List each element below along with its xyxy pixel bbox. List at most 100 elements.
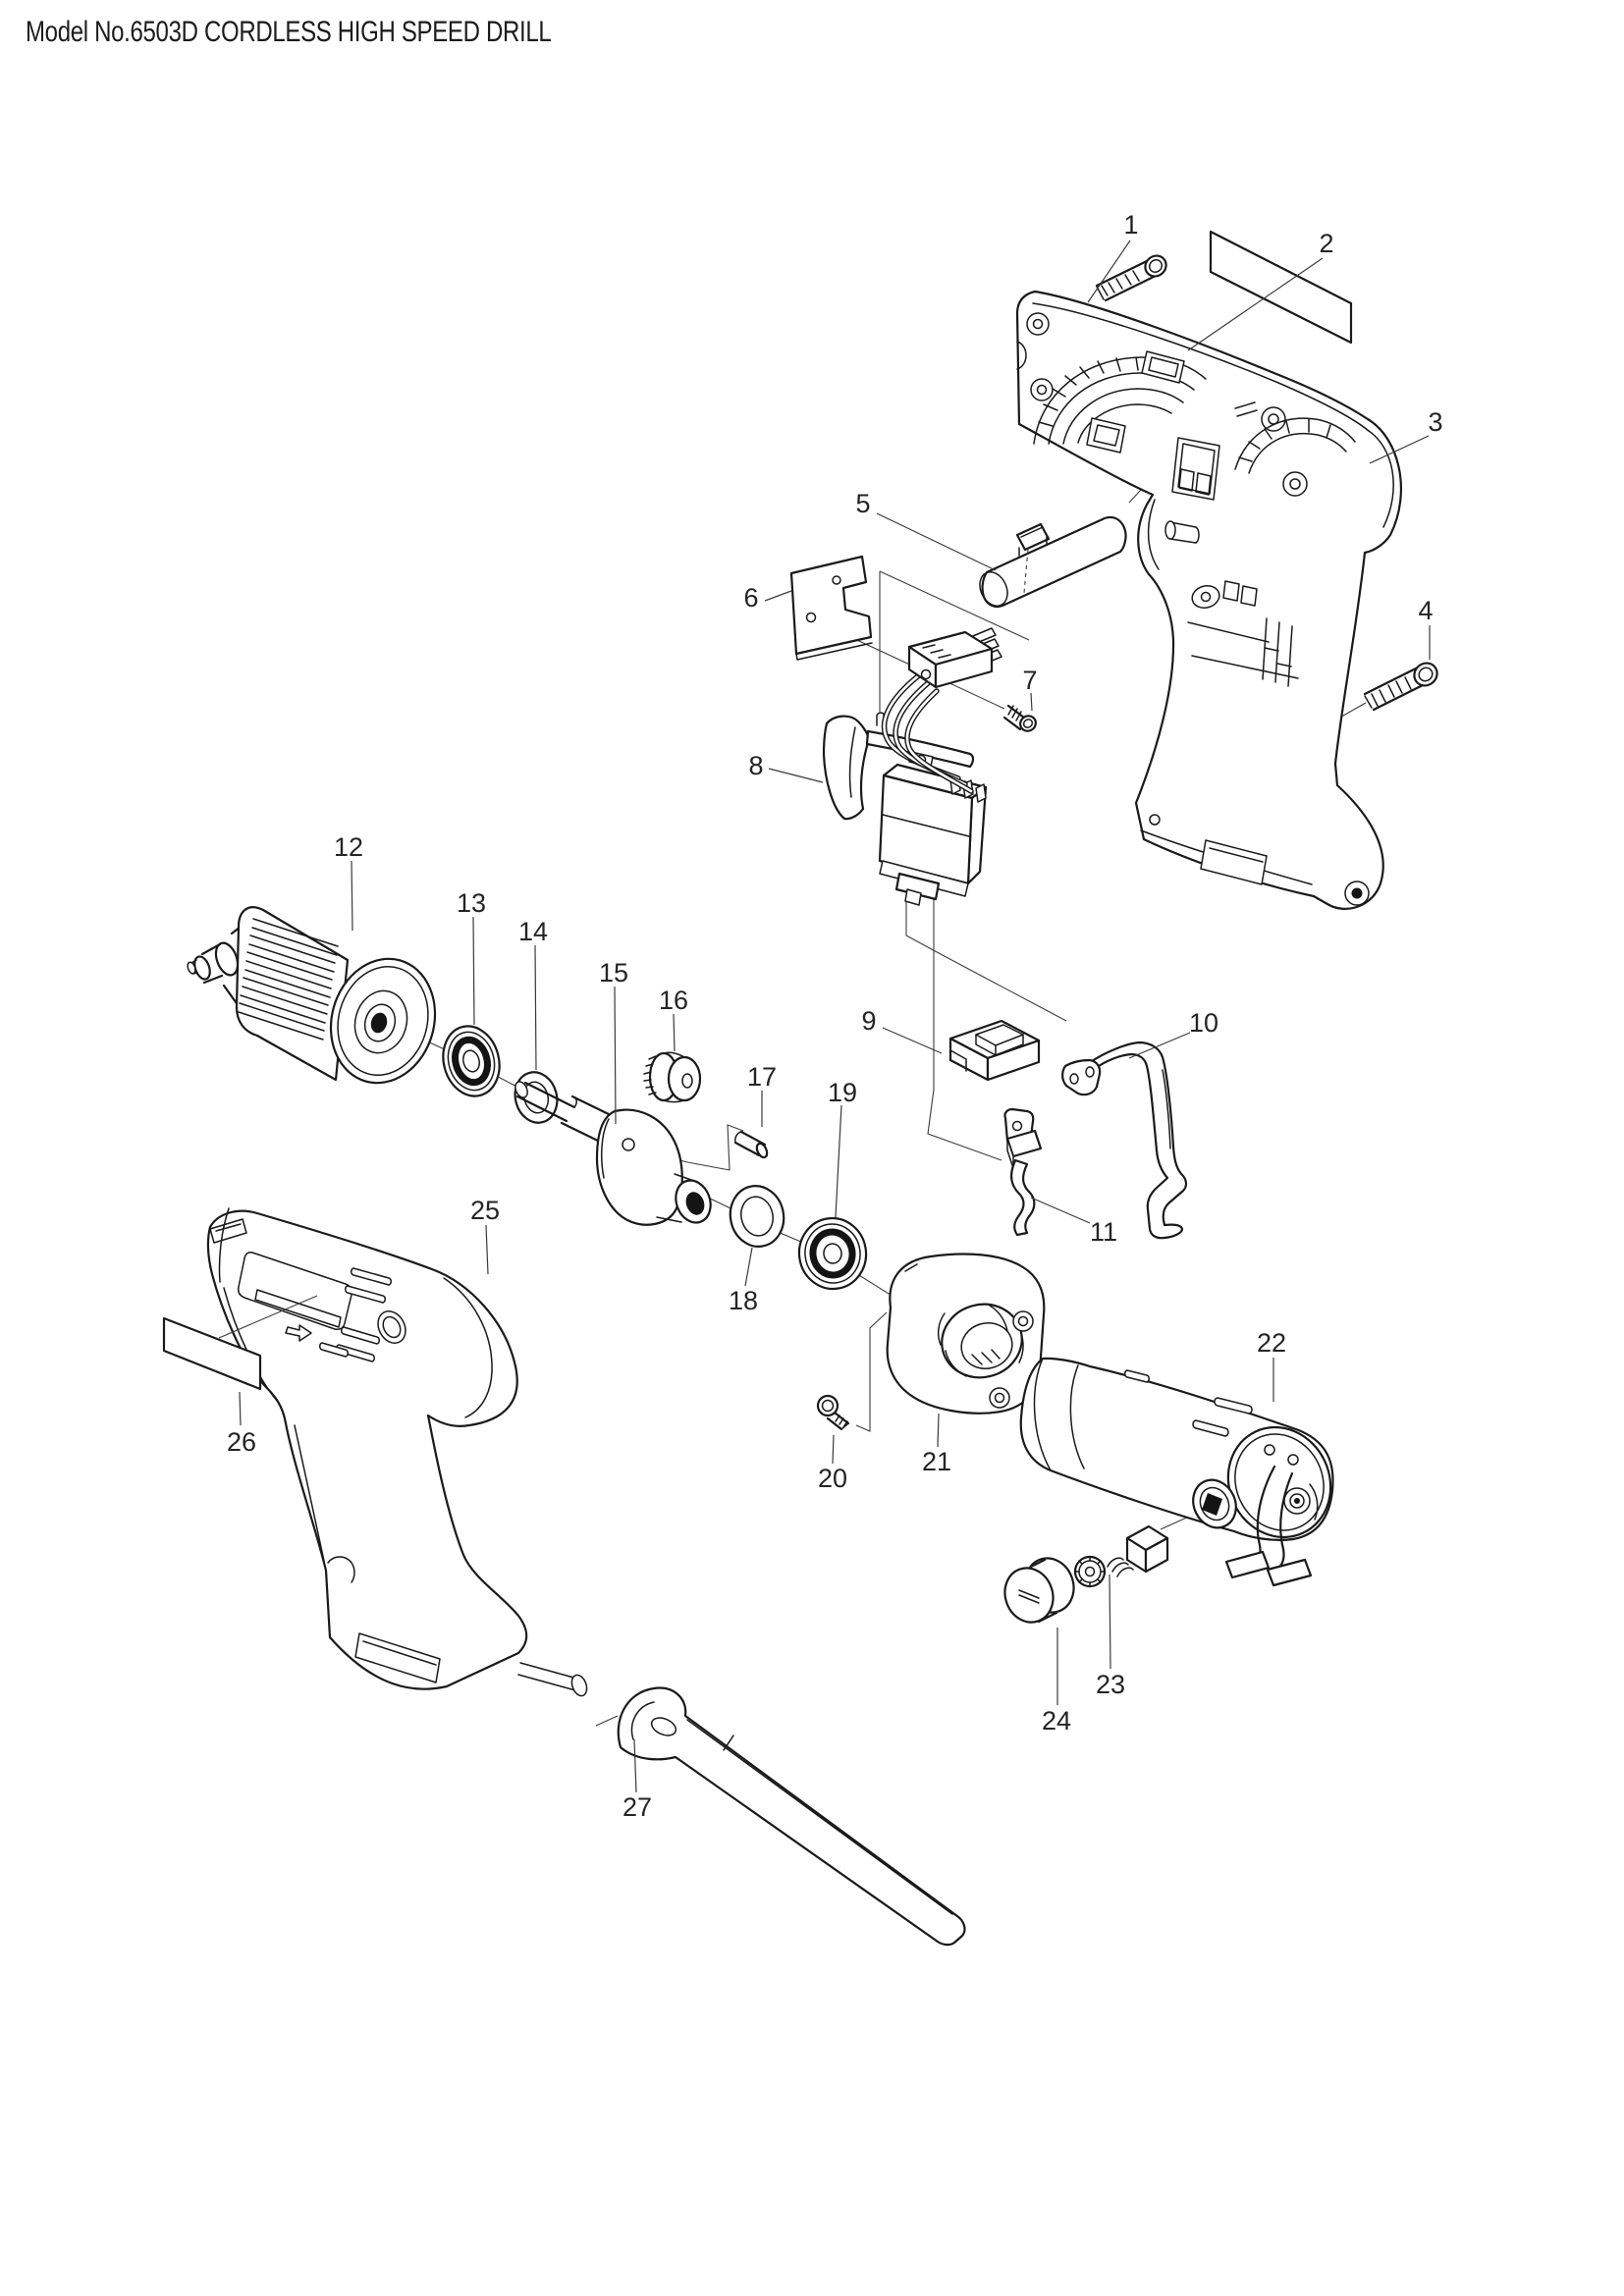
part-callout-8: 8 — [748, 751, 824, 783]
part-callout-17: 17 — [747, 1062, 777, 1127]
part-callout-27: 27 — [623, 1738, 652, 1822]
part-callout-15: 15 — [599, 958, 628, 1125]
carbon-brush — [1073, 1524, 1169, 1588]
part-number-9: 9 — [861, 1006, 876, 1036]
leader-line-20 — [832, 1434, 835, 1465]
ball-bearing-front — [442, 1025, 501, 1097]
brush-cap — [1003, 1557, 1075, 1624]
spindle — [514, 1081, 712, 1226]
part-callout-18: 18 — [729, 1247, 758, 1315]
part-callout-20: 20 — [818, 1434, 847, 1493]
strap — [617, 1686, 966, 1947]
leader-line-3 — [1369, 435, 1430, 464]
leader-line-14 — [534, 944, 537, 1071]
leader-line-25 — [485, 1224, 489, 1275]
part-number-3: 3 — [1428, 407, 1442, 437]
part-callout-26: 26 — [227, 1391, 256, 1457]
part-callout-11: 11 — [1030, 1197, 1117, 1247]
part-number-2: 2 — [1319, 229, 1333, 258]
part-callout-22: 22 — [1257, 1328, 1286, 1402]
leader-line-18 — [744, 1247, 753, 1287]
part-callout-3: 3 — [1369, 407, 1443, 464]
plate-6 — [789, 555, 873, 661]
part-callout-14: 14 — [518, 917, 548, 1071]
part-number-24: 24 — [1042, 1706, 1071, 1735]
part-callout-21: 21 — [922, 1413, 951, 1476]
pin — [733, 1130, 769, 1159]
leader-line-6 — [764, 590, 792, 602]
part-callout-16: 16 — [659, 986, 688, 1052]
part-number-26: 26 — [227, 1427, 256, 1457]
part-number-14: 14 — [518, 917, 548, 946]
part-number-19: 19 — [828, 1078, 857, 1107]
part-number-6: 6 — [743, 583, 758, 613]
part-callout-7: 7 — [1022, 666, 1038, 712]
leader-line-10 — [1128, 1032, 1191, 1059]
chuck-knurling — [238, 918, 339, 1041]
part-callout-6: 6 — [743, 583, 792, 613]
part-number-25: 25 — [470, 1196, 500, 1225]
rib-hatching-right — [1238, 418, 1331, 462]
screw-7 — [1002, 704, 1037, 732]
motor — [1019, 1357, 1334, 1587]
housing-body — [206, 1207, 588, 1697]
part-number-10: 10 — [1189, 1008, 1218, 1038]
part-callout-25: 25 — [470, 1196, 500, 1275]
part-number-13: 13 — [457, 888, 486, 918]
part-callout-1: 1 — [1087, 210, 1139, 303]
part-number-4: 4 — [1418, 596, 1433, 625]
leader-line-8 — [768, 768, 824, 783]
part-number-12: 12 — [334, 832, 363, 862]
part-callout-2: 2 — [1187, 229, 1334, 351]
lock-lever — [1003, 1107, 1043, 1237]
leader-line-11 — [1030, 1197, 1091, 1224]
leader-line-9 — [882, 1027, 943, 1054]
leader-line-13 — [472, 916, 475, 1026]
leader-line-2 — [1187, 257, 1324, 351]
part-number-22: 22 — [1257, 1328, 1286, 1358]
terminal-cylinder — [979, 515, 1127, 609]
part-callout-12: 12 — [334, 832, 363, 932]
part-callout-10: 10 — [1128, 1008, 1218, 1059]
part-callout-4: 4 — [1418, 596, 1434, 660]
leader-line-15 — [614, 986, 617, 1125]
part-callout-9: 9 — [861, 1006, 943, 1054]
lever-bracket — [1061, 1041, 1188, 1240]
screw-20 — [816, 1394, 850, 1431]
ring-18 — [729, 1185, 785, 1248]
leader-line-19 — [835, 1104, 842, 1218]
part-number-7: 7 — [1022, 666, 1037, 695]
part-callout-5: 5 — [855, 489, 997, 571]
part-number-27: 27 — [623, 1792, 652, 1822]
mount-block — [948, 1019, 1041, 1082]
part-number-8: 8 — [748, 751, 763, 780]
part-number-11: 11 — [1090, 1217, 1117, 1247]
part-callout-23: 23 — [1096, 1574, 1125, 1699]
leader-line-1 — [1087, 240, 1131, 303]
part-number-16: 16 — [659, 986, 688, 1015]
ball-bearing-rear — [797, 1216, 868, 1291]
part-number-1: 1 — [1123, 210, 1138, 240]
drill-chuck — [187, 906, 437, 1085]
leader-line-26 — [239, 1391, 242, 1426]
leader-line-16 — [673, 1013, 676, 1052]
part-number-23: 23 — [1096, 1670, 1125, 1699]
screw-4 — [1363, 662, 1438, 712]
housing-half — [1015, 290, 1403, 910]
part-number-5: 5 — [855, 489, 870, 518]
label-strip — [162, 1295, 318, 1391]
gear-housing — [886, 1253, 1046, 1415]
leader-line-7 — [1030, 692, 1033, 712]
leader-line-27 — [633, 1738, 637, 1793]
switch-assembly — [822, 627, 1002, 906]
screw-1 — [1095, 254, 1167, 302]
part-callout-13: 13 — [457, 888, 486, 1026]
part-number-15: 15 — [599, 958, 628, 988]
part-callout-19: 19 — [828, 1078, 857, 1218]
part-callout-24: 24 — [1042, 1628, 1071, 1735]
page-title: Model No.6503D CORDLESS HIGH SPEED DRILL — [26, 16, 552, 48]
part-number-18: 18 — [729, 1286, 758, 1315]
leader-line-5 — [876, 512, 997, 571]
